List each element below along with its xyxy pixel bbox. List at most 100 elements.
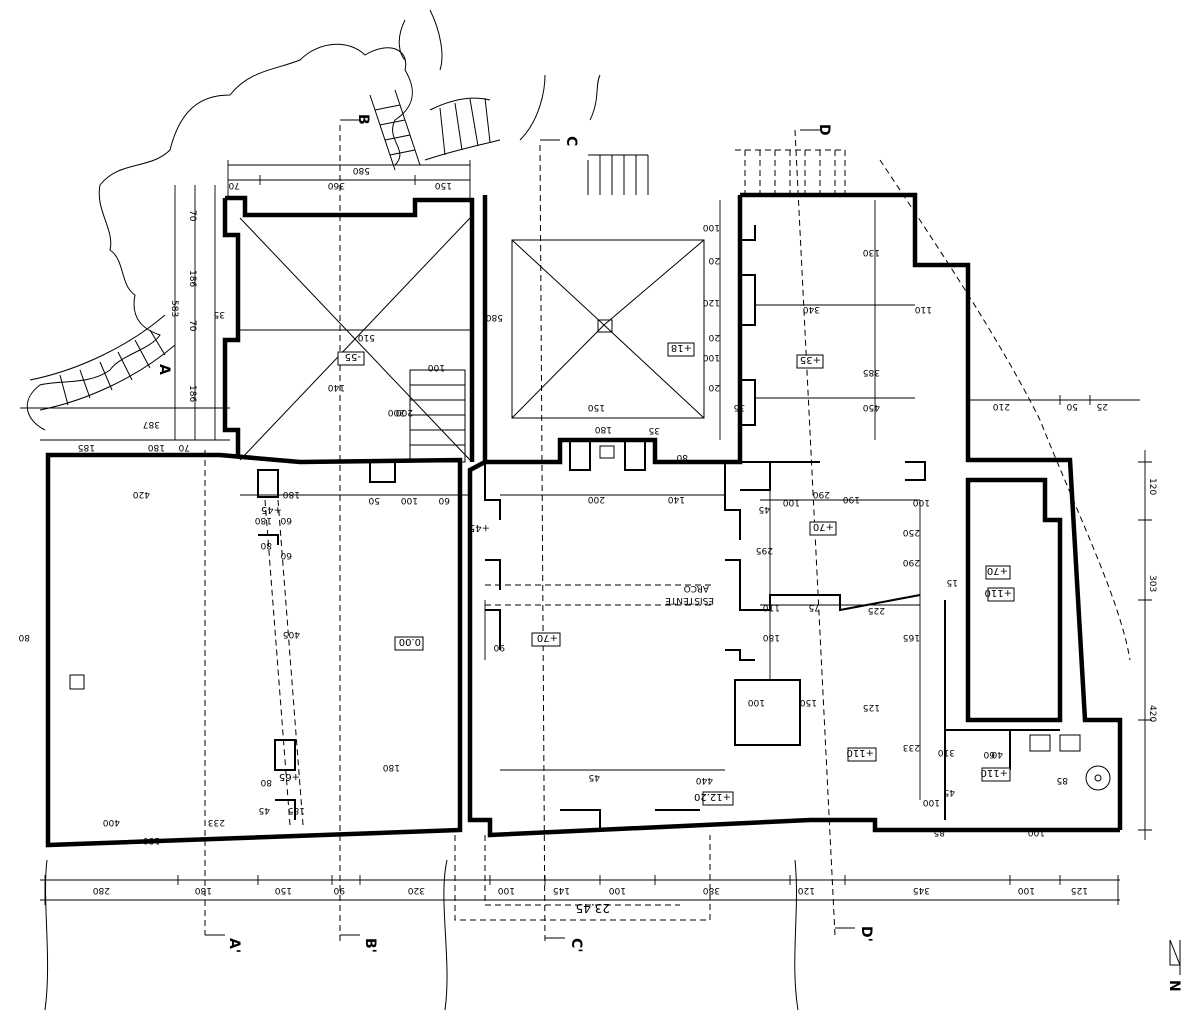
dimension-text: 35 bbox=[214, 309, 225, 319]
dimension-text: 100 bbox=[783, 497, 800, 507]
dimension-text: 100 bbox=[609, 885, 626, 895]
section-a-top: A bbox=[156, 364, 172, 375]
dimension-text: 40 bbox=[991, 749, 1003, 759]
dimension-text: 290 bbox=[813, 489, 830, 499]
dimension-text: 20 bbox=[708, 382, 720, 392]
dimension-text: 45 bbox=[759, 504, 770, 514]
courtyard-skylight bbox=[239, 217, 705, 461]
dimension-text: 110 bbox=[763, 602, 780, 612]
dimension-text: 580 bbox=[486, 312, 503, 322]
dimension-text: 180 bbox=[255, 515, 272, 525]
dimension-text: 210 bbox=[993, 401, 1010, 411]
dimension-text: 20 bbox=[708, 255, 720, 265]
dimension-text: 140 bbox=[668, 494, 685, 504]
dimension-text: 100 bbox=[703, 352, 720, 362]
dimension-text: 85 bbox=[1057, 775, 1068, 785]
dimension-text: 225 bbox=[868, 605, 885, 615]
garden-stairs bbox=[29, 89, 846, 463]
dimension-text: 45 bbox=[589, 772, 600, 782]
dimension-text: 340 bbox=[803, 304, 820, 314]
dimension-text: 35 bbox=[734, 402, 745, 412]
dimension-text: 80 bbox=[676, 452, 688, 462]
section-c-top: C bbox=[563, 136, 579, 146]
dimension-text: 145 bbox=[553, 885, 570, 895]
level-room-nw: -55 bbox=[345, 351, 361, 362]
dimension-text: 85 bbox=[934, 827, 945, 837]
dimension-text: 233 bbox=[208, 817, 225, 827]
level-stair-top: +12.20 bbox=[694, 791, 731, 802]
level-room-e-small: +70 bbox=[987, 565, 1008, 576]
dimension-text: 185 bbox=[288, 805, 305, 815]
dimension-text: 100 bbox=[913, 497, 930, 507]
dimension-text: 100 bbox=[498, 885, 515, 895]
dimension-text: 50 bbox=[368, 495, 380, 505]
dimension-text: 385 bbox=[863, 367, 880, 377]
section-b-top: B bbox=[355, 114, 371, 125]
dimension-text: 380 bbox=[703, 885, 720, 895]
dimension-text: 165 bbox=[903, 632, 920, 642]
dimension-text: 150 bbox=[800, 697, 817, 707]
dimension-text: 100 bbox=[923, 797, 940, 807]
level-step-b: +45 bbox=[469, 522, 490, 533]
bathroom-fixtures bbox=[69, 445, 1111, 791]
dimension-text: 75 bbox=[809, 602, 820, 612]
dimension-text: 100 bbox=[1018, 885, 1035, 895]
dimension-text: 290 bbox=[903, 557, 920, 567]
dimension-text: 25 bbox=[1097, 401, 1108, 411]
dimension-text: 150 bbox=[435, 180, 452, 190]
dimension-text: 100 bbox=[428, 362, 445, 372]
dimension-text: 200 bbox=[588, 494, 605, 504]
dimension-text: 150 bbox=[588, 402, 605, 412]
dimension-text: 60 bbox=[280, 515, 292, 525]
exterior-walls bbox=[45, 192, 1123, 848]
section-b-bottom: B' bbox=[362, 938, 378, 953]
section-c-bottom: C' bbox=[568, 938, 584, 953]
dimension-text: 186 bbox=[187, 270, 197, 287]
dimension-text: 280 bbox=[93, 885, 110, 895]
level-room-se: +110 bbox=[847, 747, 874, 758]
dimension-text: 50 bbox=[1066, 401, 1078, 411]
dimension-text: 150 bbox=[275, 885, 292, 895]
dimension-text: 45 bbox=[944, 787, 955, 797]
dimension-text: 320 bbox=[408, 885, 425, 895]
dimension-text: 70 bbox=[187, 320, 197, 332]
dimension-text: 420 bbox=[133, 489, 150, 499]
dimension-text: 200 bbox=[396, 407, 413, 417]
dimension-text: 440 bbox=[696, 775, 713, 785]
dimension-text: 20 bbox=[708, 332, 720, 342]
section-d-bottom: D' bbox=[858, 926, 874, 942]
dimension-text: 185 bbox=[78, 442, 95, 452]
dimension-text: 110 bbox=[915, 304, 932, 314]
dimension-text: 420 bbox=[1147, 705, 1157, 722]
dimension-text: 180 bbox=[763, 632, 780, 642]
dimension-text: 250 bbox=[903, 527, 920, 537]
dimension-text: 60 bbox=[280, 550, 292, 560]
dimension-text: 180 bbox=[283, 489, 300, 499]
section-axes bbox=[204, 125, 1131, 946]
dimension-text: 303 bbox=[1147, 575, 1157, 592]
dimension-text: 15 bbox=[947, 577, 958, 587]
dimension-text: 100 bbox=[401, 495, 418, 505]
dimension-text: 70 bbox=[178, 442, 190, 452]
dimension-text: 450 bbox=[863, 402, 880, 412]
plan-labels: ARCO ESISTENTE bbox=[665, 583, 714, 605]
dimension-total: 23.45 bbox=[576, 901, 610, 915]
dimension-text: 120 bbox=[798, 885, 815, 895]
dimension-text: 90 bbox=[493, 642, 505, 652]
level-room-court: +18 bbox=[671, 342, 692, 353]
dimension-text: 70 bbox=[187, 210, 197, 222]
dimension-text: 120 bbox=[703, 297, 720, 307]
dimension-text: 45 bbox=[259, 805, 270, 815]
dimension-text: 100 bbox=[1028, 827, 1045, 837]
dimension-text: 90 bbox=[333, 885, 345, 895]
label-esistente: ESISTENTE bbox=[665, 595, 714, 605]
dimension-text: 130 bbox=[863, 247, 880, 257]
dimension-text: 233 bbox=[903, 742, 920, 752]
level-room-mid: +70 bbox=[537, 632, 558, 643]
dimension-text: 140 bbox=[328, 382, 345, 392]
dimension-text: 180 bbox=[595, 424, 612, 434]
label-arco: ARCO bbox=[684, 583, 709, 593]
dimension-text: 310 bbox=[938, 747, 955, 757]
